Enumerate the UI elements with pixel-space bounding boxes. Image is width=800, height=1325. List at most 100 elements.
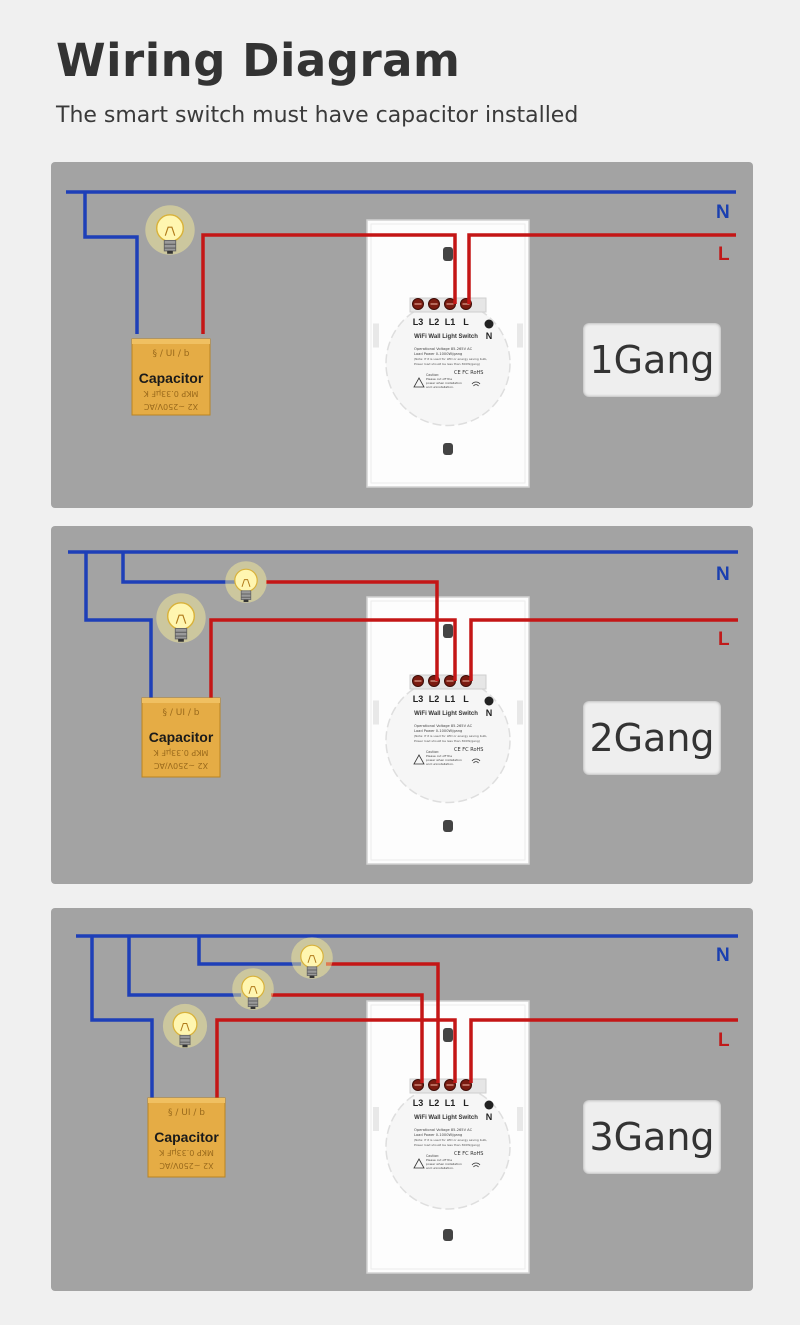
capacitor-marking: MKP 0.33µF K xyxy=(143,389,199,398)
light-bulb-icon xyxy=(225,561,267,603)
capacitor-marking: § / UI / b xyxy=(153,349,190,359)
cert-marks: CE FC RoHS xyxy=(454,1151,483,1157)
neutral-wire-to-capacitor xyxy=(84,552,153,698)
switched-live-wire-L2 xyxy=(271,993,424,1083)
live-label: L xyxy=(718,1030,730,1051)
spec-text: Load Power 0-1000W/gang xyxy=(414,1133,462,1137)
capacitor-top xyxy=(132,339,210,344)
capacitor-marking: X2 ~250V/AC xyxy=(159,1161,214,1170)
capacitor-marking: § / UI / b xyxy=(168,1108,205,1118)
terminal-label: L1 xyxy=(445,694,456,704)
capacitor-label: Capacitor xyxy=(149,729,214,745)
bulb-filament xyxy=(180,1022,190,1032)
neutral-terminal xyxy=(484,319,494,329)
live-wire-L xyxy=(469,1018,738,1083)
switched-live-wire-L1 xyxy=(201,233,457,334)
wifi-icon xyxy=(471,1162,481,1168)
warning-icon xyxy=(413,1158,425,1169)
switch-clip-top xyxy=(443,1028,453,1042)
switch-clip-bottom xyxy=(443,820,453,832)
spec-text: Load Power 0-1000W/gang xyxy=(414,352,462,356)
bulb-glass xyxy=(155,214,185,243)
live-wire-L xyxy=(467,233,736,304)
neutral-terminal-label: N xyxy=(486,331,493,341)
bulb-filament xyxy=(241,579,251,587)
neutral-terminal-label: N xyxy=(486,1112,493,1122)
bulb-filament xyxy=(307,955,317,963)
warning-icon xyxy=(413,754,425,765)
bulb-base xyxy=(247,997,259,1008)
side-tab xyxy=(373,323,379,348)
light-bulb-icon xyxy=(145,205,195,255)
capacitor-marking: X2 ~250V/AC xyxy=(154,761,209,770)
switched-live-wire-L3 xyxy=(326,962,440,1083)
warning-icon xyxy=(413,377,425,388)
switched-live-wire-L1 xyxy=(209,618,457,698)
switch-plate-inner xyxy=(370,1004,526,1270)
caution-text: power when installation xyxy=(426,1162,462,1166)
bulb-glass xyxy=(300,944,324,969)
bulb-base xyxy=(306,966,318,977)
switch-name: WiFi Wall Light Switch xyxy=(414,1115,478,1121)
capacitor-marking: MKP 0.33µF K xyxy=(158,1148,214,1157)
switch-name: WiFi Wall Light Switch xyxy=(414,334,478,340)
caution-text: Caution: xyxy=(426,1154,439,1158)
terminal-label: L1 xyxy=(445,1098,456,1108)
spec-text: Power load should be less than 300W/gang… xyxy=(414,1143,480,1147)
spec-text: (Note: If it is used for LED or energy s… xyxy=(414,1138,487,1142)
light-bulb-icon xyxy=(156,593,206,643)
neutral-label: N xyxy=(716,945,730,966)
terminal-label: L3 xyxy=(413,317,424,327)
capacitor-marking: X2 ~250V/AC xyxy=(144,402,199,411)
bulb-tip xyxy=(178,638,184,642)
live-wire-L xyxy=(469,618,738,681)
capacitor-marking: § / UI / b xyxy=(163,708,200,718)
bulb-tip xyxy=(167,250,173,254)
switch-plate-inner xyxy=(370,223,526,484)
neutral-wire-to-capacitor xyxy=(90,936,154,1098)
bulb-base xyxy=(240,590,252,601)
terminal-label: L3 xyxy=(413,1098,424,1108)
caution-text: and uninstallation. xyxy=(426,385,454,389)
cert-marks: CE FC RoHS xyxy=(454,370,483,376)
bulb-base xyxy=(174,627,188,640)
switch-clip-bottom xyxy=(443,1229,453,1241)
bulb-tip xyxy=(309,975,315,978)
gang-label-box: 3Gang xyxy=(583,1100,721,1174)
spec-text: Power load should be less than 300W/gang… xyxy=(414,739,480,743)
live-label: L xyxy=(718,244,730,265)
terminal-label: L xyxy=(463,694,469,704)
switch-plate-inner xyxy=(370,600,526,861)
live-label: L xyxy=(718,629,730,650)
capacitor-body xyxy=(141,697,221,778)
spec-text: Power load should be less than 300W/gang… xyxy=(414,362,480,366)
neutral-wire-bulb-1 xyxy=(121,552,241,584)
terminal-label: L2 xyxy=(429,317,440,327)
page-subtitle: The smart switch must have capacitor ins… xyxy=(56,103,579,128)
terminal-label: L1 xyxy=(445,317,456,327)
bulb-base xyxy=(163,239,177,252)
bulb-filament xyxy=(248,986,258,994)
terminal-label: L xyxy=(463,1098,469,1108)
light-bulb-icon xyxy=(291,937,333,979)
spec-text: Load Power 0-1000W/gang xyxy=(414,729,462,733)
caution-text: power when installation xyxy=(426,381,462,385)
neutral-terminal xyxy=(484,696,494,706)
switched-live-wire-L2 xyxy=(266,580,439,681)
terminal-label: L xyxy=(463,317,469,327)
caution-text: Please cut off the xyxy=(426,377,452,381)
bulb-tip xyxy=(243,599,249,602)
switch-name: WiFi Wall Light Switch xyxy=(414,711,478,717)
capacitor-label: Capacitor xyxy=(139,370,204,386)
neutral-terminal xyxy=(484,1100,494,1110)
neutral-wire-bulb-2 xyxy=(127,936,241,997)
bulb-glass xyxy=(241,975,265,1000)
side-tab xyxy=(373,700,379,725)
